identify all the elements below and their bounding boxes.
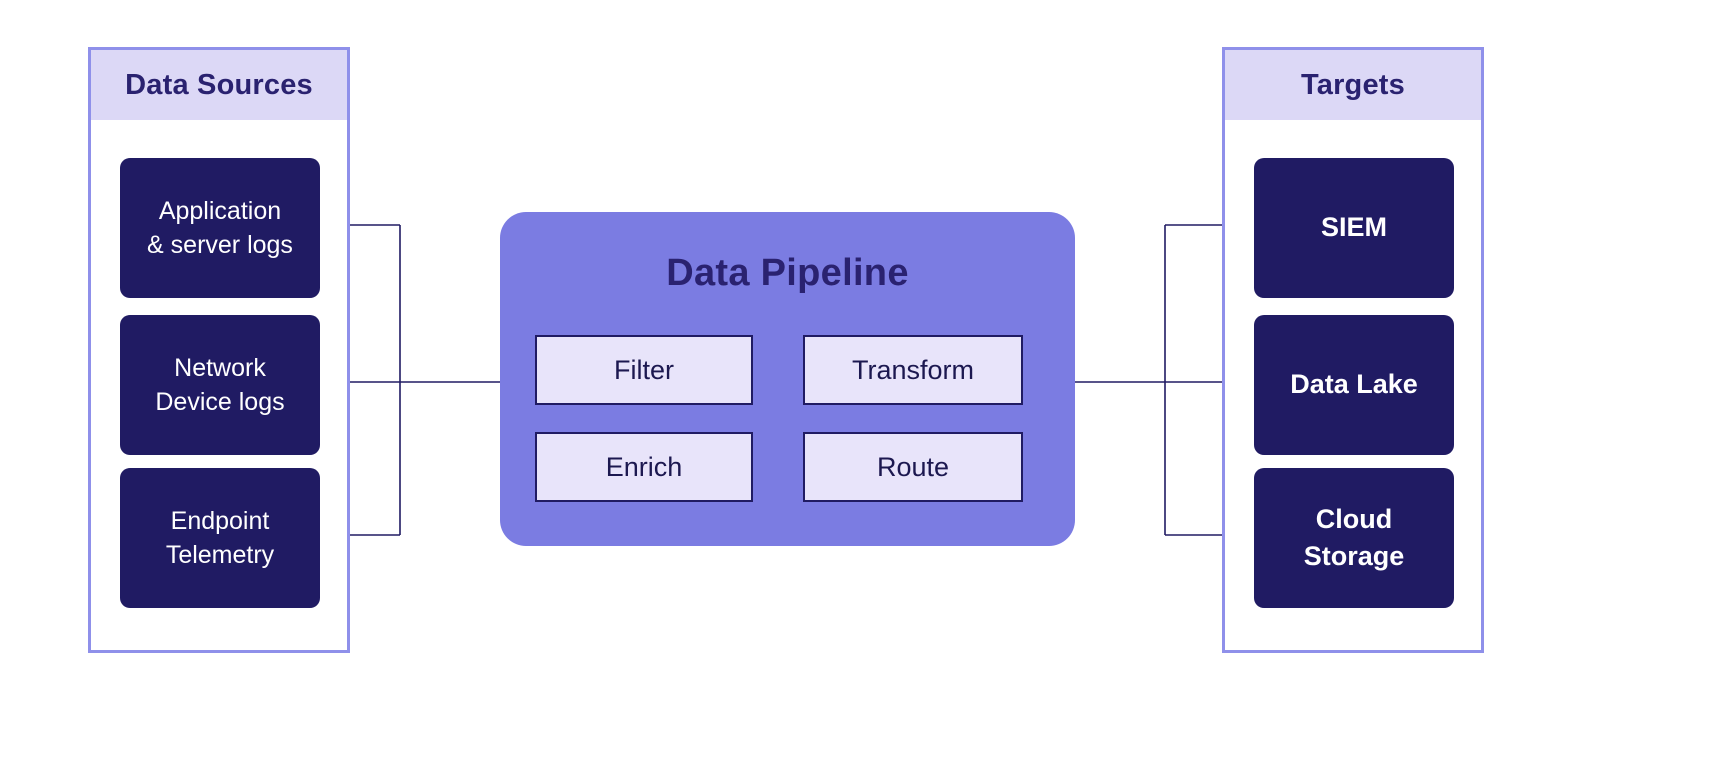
source-node-endpoint-telemetry: Endpoint Telemetry	[120, 468, 320, 608]
data-sources-title: Data Sources	[125, 68, 313, 101]
source-node-network-device-logs: Network Device logs	[120, 315, 320, 455]
source-node-label: Network Device logs	[155, 353, 285, 417]
pipeline-stage-label: Route	[876, 451, 950, 482]
pipeline-stage-transform: Transform	[803, 335, 1023, 405]
source-node-application-server-logs: Application & server logs	[120, 158, 320, 298]
target-node-label: SIEM	[1320, 212, 1387, 243]
pipeline-stage-enrich: Enrich	[535, 432, 753, 502]
targets-title: Targets	[1300, 68, 1405, 101]
data-sources-header: Data Sources	[91, 50, 347, 120]
target-node-cloud-storage: Cloud Storage	[1254, 468, 1454, 608]
pipeline-stage-label: Filter	[614, 354, 674, 385]
pipeline-title: Data Pipeline	[666, 252, 909, 294]
pipeline-stage-filter: Filter	[535, 335, 753, 405]
targets-panel: Targets SIEM Data Lake Cloud Storage	[1222, 47, 1484, 653]
target-node-label: Cloud Storage	[1303, 503, 1405, 571]
source-node-label: Application & server logs	[147, 196, 293, 260]
data-sources-panel: Data Sources Application & server logs N…	[88, 47, 350, 653]
targets-header: Targets	[1225, 50, 1481, 120]
pipeline-stage-label: Enrich	[605, 451, 683, 482]
target-node-siem: SIEM	[1254, 158, 1454, 298]
pipeline-stage-route: Route	[803, 432, 1023, 502]
target-node-label: Data Lake	[1290, 369, 1418, 400]
target-node-data-lake: Data Lake	[1254, 315, 1454, 455]
source-node-label: Endpoint Telemetry	[165, 506, 275, 570]
data-pipeline-box: Data Pipeline Filter Transform Enrich Ro…	[500, 212, 1075, 546]
pipeline-stage-label: Transform	[851, 354, 974, 385]
